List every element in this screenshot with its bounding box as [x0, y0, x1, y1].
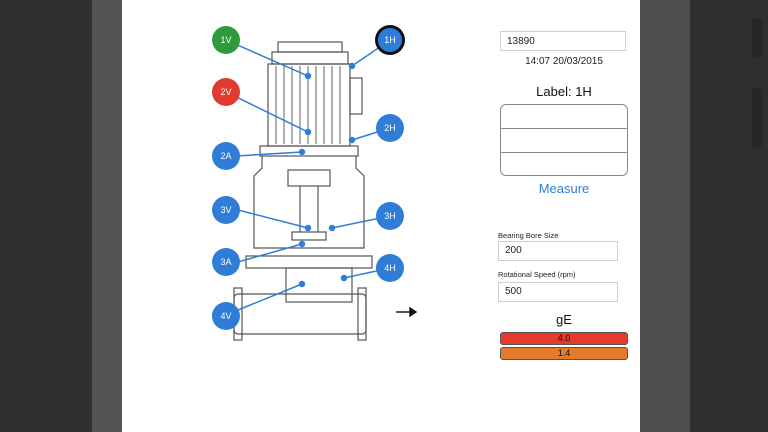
reading-row[interactable] — [501, 153, 627, 175]
point-2h[interactable]: 2H — [376, 114, 404, 142]
point-1v-marker — [212, 26, 240, 54]
reading-list — [500, 104, 628, 176]
point-2a[interactable]: 2A — [212, 142, 240, 170]
point-3v[interactable]: 3V — [212, 196, 240, 224]
point-3a-label: 3A — [220, 257, 231, 267]
ge-alarm-bar: 4.0 — [500, 332, 628, 345]
measurement-panel: 13890 14:07 20/03/2015 Label: 1H Measure… — [494, 0, 640, 432]
bearing-bore-size-input[interactable]: 200 — [498, 241, 618, 261]
point-4h-marker — [376, 254, 404, 282]
point-3h[interactable]: 3H — [376, 202, 404, 230]
point-1v-label: 1V — [220, 35, 231, 45]
ge-alert-bar: 1.4 — [500, 347, 628, 360]
pump-body — [285, 267, 353, 303]
ge-title: gE — [556, 312, 572, 327]
app-screen: 1V 1H 2V 2H 2A 3V — [122, 0, 640, 432]
point-3h-label: 3H — [384, 211, 396, 221]
point-2a-label: 2A — [220, 151, 231, 161]
measurement-timestamp: 14:07 20/03/2015 — [525, 56, 603, 67]
pump-flange — [245, 255, 373, 269]
coupling-housing — [253, 156, 365, 249]
device-side-button-top — [752, 18, 762, 58]
reading-row[interactable] — [501, 129, 627, 153]
point-3v-label: 3V — [220, 205, 231, 215]
point-4h[interactable]: 4H — [376, 254, 404, 282]
reading-row[interactable] — [501, 105, 627, 129]
device-frame-right — [640, 0, 692, 432]
device-side-button-bottom — [752, 88, 762, 148]
rotational-speed-input[interactable]: 500 — [498, 282, 618, 302]
point-3a-marker — [212, 248, 240, 276]
point-3a[interactable]: 3A — [212, 248, 240, 276]
bearing-bore-size-label: Bearing Bore Size — [498, 231, 559, 240]
point-2h-label: 2H — [384, 123, 396, 133]
inlet-outlet-pipe — [233, 293, 367, 335]
coupling — [287, 169, 331, 187]
outlet-flange — [357, 287, 367, 341]
point-4v[interactable]: 4V — [212, 302, 240, 330]
point-1h-marker — [378, 28, 402, 52]
device-bezel-right — [690, 0, 768, 432]
device-frame-left — [92, 0, 122, 432]
pump-drawing — [233, 41, 373, 341]
point-2a-marker — [212, 142, 240, 170]
asset-id-field[interactable]: 13890 — [500, 31, 626, 51]
point-2v-marker — [212, 78, 240, 106]
point-3v-marker — [212, 196, 240, 224]
rotational-speed-label: Rotational Speed (rpm) — [498, 270, 576, 279]
point-2h-marker — [376, 114, 404, 142]
point-1v[interactable]: 1V — [212, 26, 240, 54]
point-2v[interactable]: 2V — [212, 78, 240, 106]
point-4v-marker — [212, 302, 240, 330]
point-4h-label: 4H — [384, 263, 396, 273]
point-1h[interactable]: 1H — [375, 25, 405, 55]
motor-top-cap — [277, 41, 343, 53]
flow-arrows — [212, 306, 418, 320]
point-3h-marker — [376, 202, 404, 230]
measure-button[interactable]: Measure — [538, 181, 590, 196]
motor-top-flange — [271, 51, 349, 65]
pump-diagram: 1V 1H 2V 2H 2A 3V — [212, 25, 418, 341]
terminal-box — [349, 77, 363, 115]
point-1h-label: 1H — [384, 35, 396, 45]
motor-base-flange — [259, 145, 359, 157]
point-4v-label: 4V — [220, 311, 231, 321]
point-2v-label: 2V — [220, 87, 231, 97]
selected-point-label: Label: 1H — [536, 84, 592, 99]
